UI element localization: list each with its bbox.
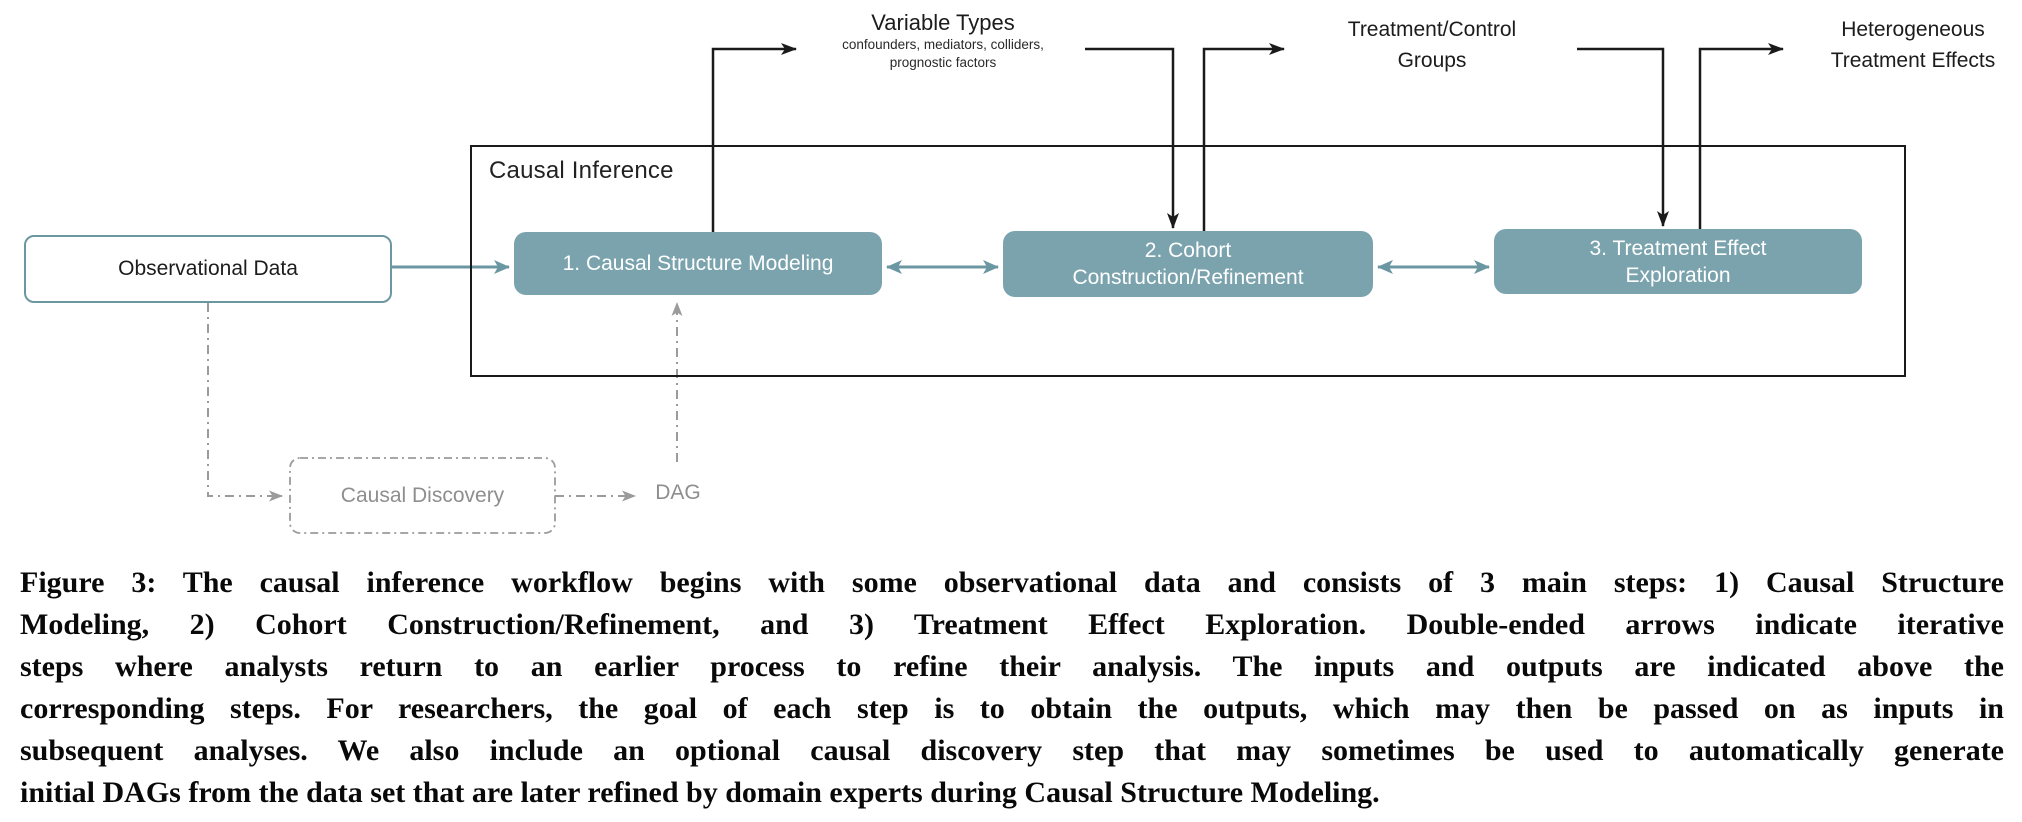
causal-discovery-label: Causal Discovery	[340, 483, 505, 507]
step-3-label-line2: Exploration	[1625, 263, 1731, 287]
observational-data-box: Observational Data	[24, 235, 392, 303]
heterogeneous-line2: Treatment Effects	[1830, 49, 1996, 72]
step-3-label-line1: 3. Treatment Effect	[1589, 236, 1767, 260]
figure-caption: Figure 3: The causal inference workflow …	[20, 562, 2004, 814]
dag-label: DAG	[655, 481, 701, 504]
step-2-label-line1: 2. Cohort	[1144, 239, 1232, 262]
data-to-discovery-arrow	[207, 303, 283, 502]
causal-inference-container-label: Causal Inference	[489, 157, 674, 184]
treatment-control-groups-label: Treatment/Control Groups	[1332, 14, 1532, 76]
step-2-cohort-construction-box: 2. Cohort Construction/Refinement	[1003, 231, 1373, 297]
step2-output-connector	[1202, 43, 1285, 231]
heterogeneous-treatment-effects-label: Heterogeneous Treatment Effects	[1806, 14, 2020, 76]
variable-types-sub2: prognostic factors	[889, 55, 997, 70]
step2-input-connector	[1085, 47, 1179, 229]
variable-types-sub1: confounders, mediators, colliders,	[842, 37, 1044, 52]
caption-line: Modeling, 2) Cohort Construction/Refinem…	[20, 608, 2004, 641]
caption-line: Figure 3: The causal inference workflow …	[20, 566, 2004, 599]
caption-line: corresponding steps. For researchers, th…	[20, 692, 2004, 725]
step1-output-connector	[711, 43, 797, 233]
causal-discovery-box-outline	[289, 457, 556, 534]
step3-output-connector	[1698, 43, 1784, 229]
connector-lines-layer	[207, 43, 1784, 534]
variable-types-label: Variable Types confounders, mediators, c…	[778, 10, 1108, 72]
step3-input-connector	[1577, 47, 1669, 227]
step-1-causal-structure-modeling-box: 1. Causal Structure Modeling	[514, 232, 882, 295]
variable-types-title: Variable Types	[871, 10, 1015, 35]
treatment-control-line1: Treatment/Control	[1347, 18, 1517, 41]
caption-line: initial DAGs from the data set that are …	[20, 776, 1380, 809]
heterogeneous-line1: Heterogeneous	[1841, 18, 1985, 41]
causal-discovery-box: Causal Discovery	[290, 458, 555, 533]
step-2-label-line2: Construction/Refinement	[1072, 266, 1304, 289]
treatment-control-line2: Groups	[1397, 49, 1467, 72]
caption-line: steps where analysts return to an earlie…	[20, 650, 2004, 683]
observational-data-label: Observational Data	[118, 257, 298, 280]
caption-line: subsequent analyses. We also include an …	[20, 734, 2004, 767]
step-3-treatment-effect-box: 3. Treatment Effect Exploration	[1494, 229, 1862, 294]
step-1-label-line1: 1. Causal Structure Modeling	[562, 252, 834, 275]
causal-inference-container	[470, 145, 1906, 377]
